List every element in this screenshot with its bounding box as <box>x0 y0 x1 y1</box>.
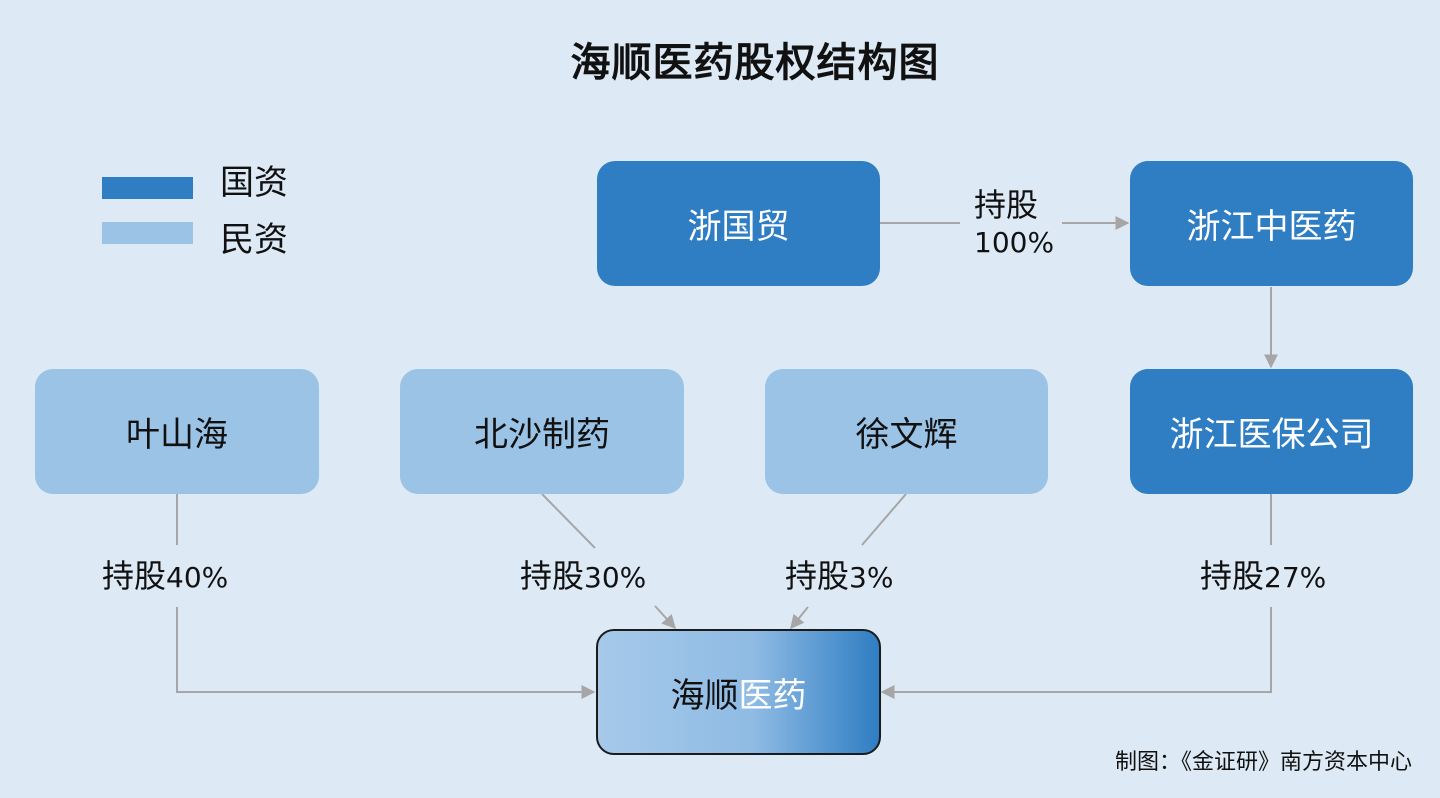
node-beisha: 北沙制药 <box>400 369 684 494</box>
edge-label-beisha: 持股30% <box>520 557 646 597</box>
edge-label-yeshanhai: 持股40% <box>102 557 228 597</box>
edge-yibao-bottom <box>880 607 1272 699</box>
edge-xuwenhui-bottom <box>790 606 809 630</box>
edge-label-yibao: 持股27% <box>1200 557 1326 597</box>
edge-label-xuwenhui: 持股3% <box>785 557 893 597</box>
node-zheguomao: 浙国贸 <box>597 161 880 286</box>
node-zhejiang-cmc: 浙江中医药 <box>1130 161 1413 286</box>
node-xuwenhui: 徐文辉 <box>765 369 1048 494</box>
node-haishun-label-b: 医药 <box>738 675 807 716</box>
edge-label-xuwenhui-pct: 3% <box>849 561 894 594</box>
legend-label-private: 民资 <box>220 220 288 260</box>
edge-yeshanhai-bottom <box>176 607 596 699</box>
edge-beisha-bottom <box>654 605 676 630</box>
node-zhejiang-yibao: 浙江医保公司 <box>1130 369 1413 494</box>
edge-label-zheguomao-cmc: 持股 100% <box>974 186 1054 262</box>
node-yeshanhai: 叶山海 <box>35 369 319 494</box>
edge-label-beisha-pct: 30% <box>584 561 647 594</box>
credit-text: 制图：《金证研》南方资本中心 <box>1114 750 1412 775</box>
edge-label-yeshanhai-pct: 40% <box>166 561 229 594</box>
edge-beisha-top <box>541 493 596 549</box>
node-haishun-label-a: 海顺 <box>670 675 739 716</box>
edge-label-yeshanhai-prefix: 持股 <box>102 557 167 595</box>
edge-label-yibao-prefix: 持股 <box>1200 557 1265 595</box>
edge-label-zheguomao-cmc-prefix: 持股 <box>974 186 1039 224</box>
legend-swatch-private <box>102 222 193 244</box>
edge-xuwenhui-top <box>861 493 907 546</box>
edge-label-zheguomao-cmc-pct: 100% <box>974 226 1055 259</box>
diagram-title: 海顺医药股权结构图 <box>570 40 940 86</box>
edge-label-beisha-prefix: 持股 <box>520 557 585 595</box>
edge-label-yibao-pct: 27% <box>1264 561 1327 594</box>
legend-swatch-state <box>102 177 193 199</box>
legend-label-state: 国资 <box>220 163 288 203</box>
edge-label-xuwenhui-prefix: 持股 <box>785 557 850 595</box>
node-haishun: 海顺医药 <box>596 629 881 755</box>
